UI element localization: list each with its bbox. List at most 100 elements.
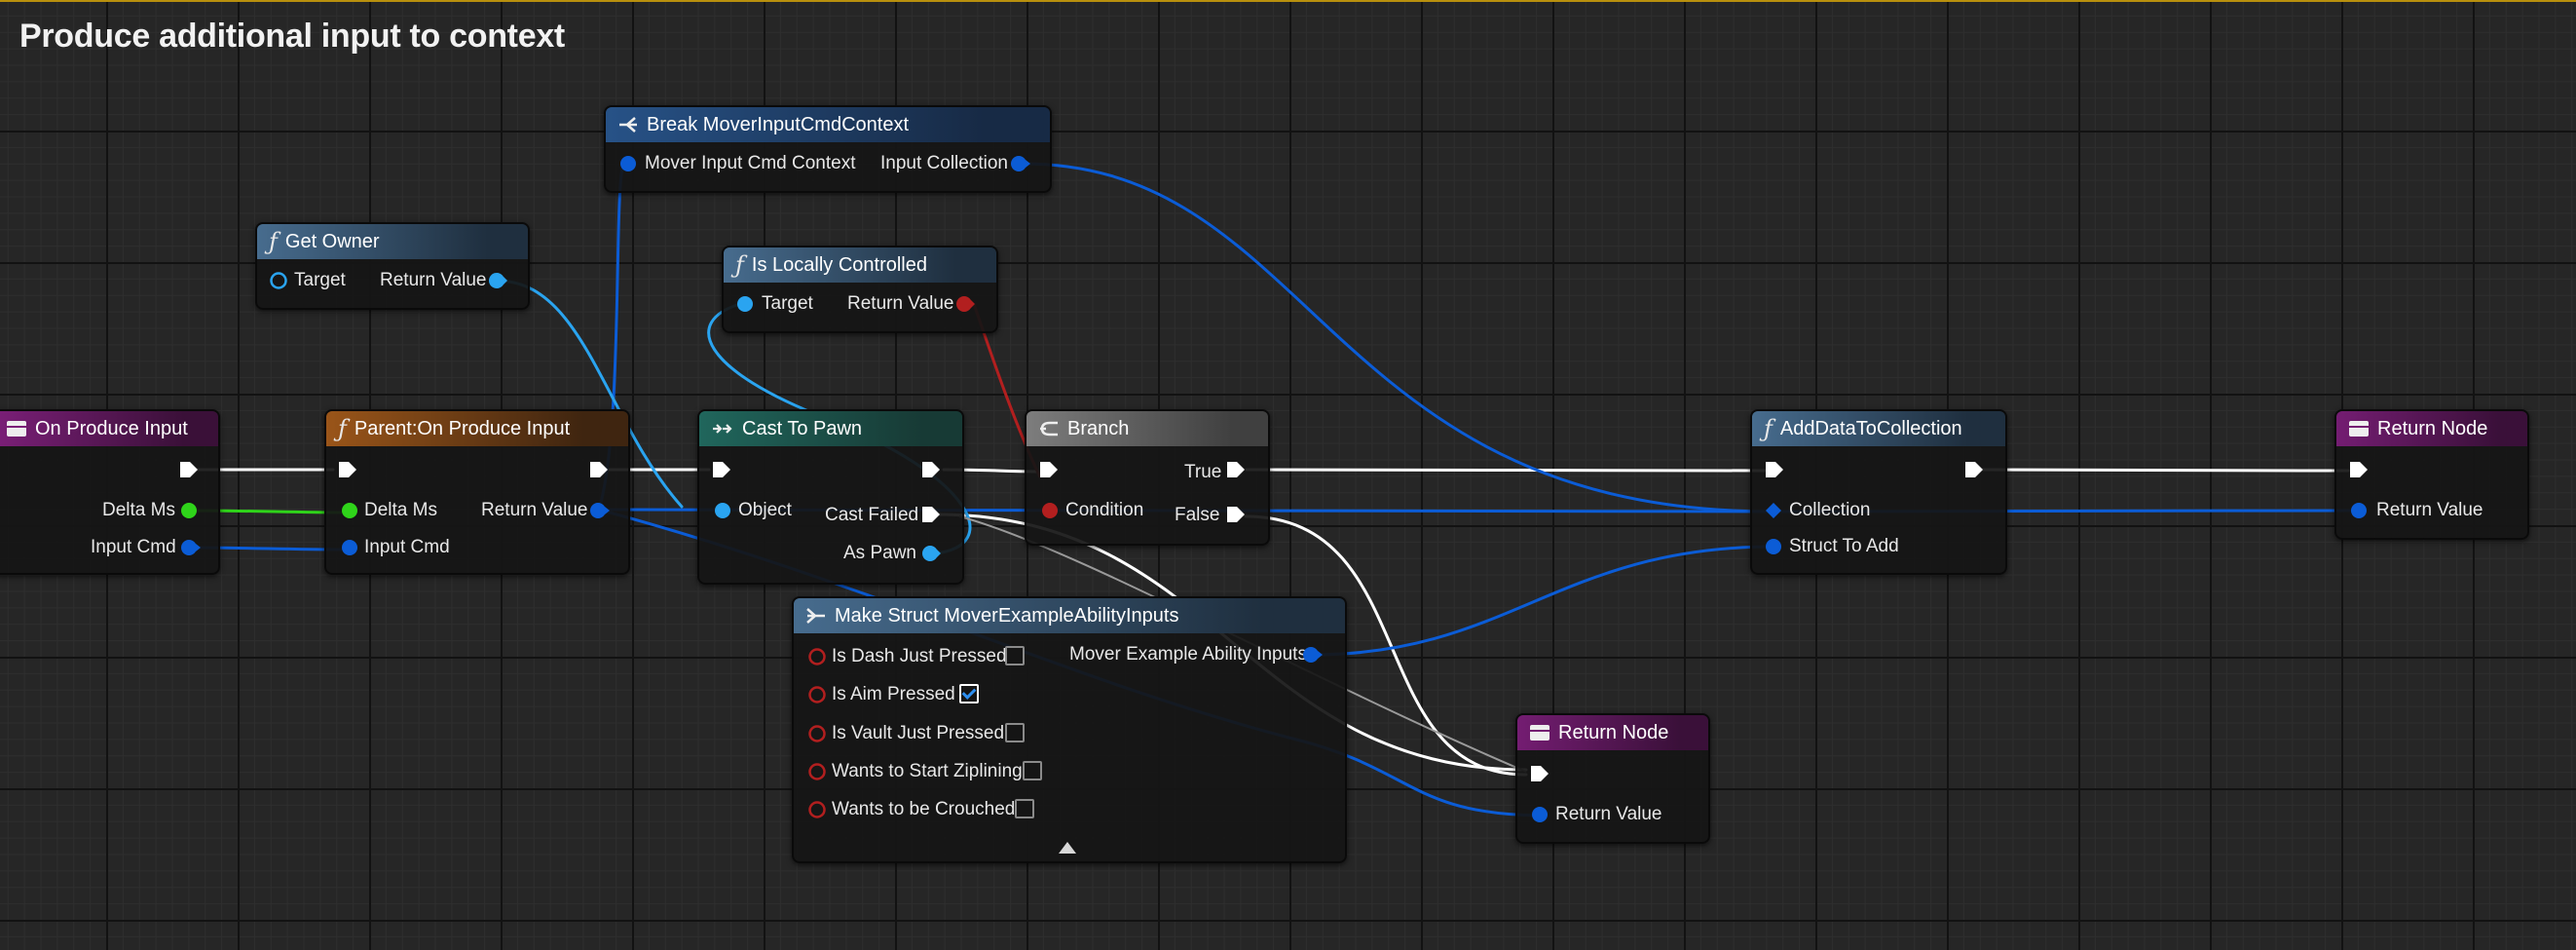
exec-in-pin[interactable] (1529, 764, 1550, 783)
flow-node-branch[interactable]: Branch (1025, 409, 1270, 546)
function-icon: ƒ (1764, 415, 1773, 442)
object-pin-return-value[interactable] (487, 271, 508, 290)
float-pin-delta-ms[interactable] (340, 501, 359, 520)
pin-label-condition: Condition (1065, 500, 1144, 520)
pin-label-input-cmd: Input Cmd (364, 537, 450, 557)
pin-label-context: Mover Input Cmd Context (645, 153, 856, 173)
pin-label-return-value: Return Value (2376, 500, 2483, 520)
float-pin-delta-ms[interactable] (179, 501, 199, 520)
struct-pin-input-collection[interactable] (1009, 154, 1032, 173)
exec-out-pin[interactable] (920, 460, 942, 479)
break-struct-icon (617, 115, 639, 134)
struct-pin-input-cmd[interactable] (340, 538, 363, 557)
pin-label-input-collection: Input Collection (880, 153, 1008, 173)
struct-pin-return-value[interactable] (2349, 501, 2369, 520)
graph-comment-title: Produce additional input to context (19, 18, 565, 55)
node-title: Return Node (2377, 418, 2488, 439)
title-bar-accent (0, 0, 2576, 2)
checkbox-is-dash-just-pressed[interactable] (1005, 646, 1025, 665)
function-node-is-locally-controlled[interactable]: ƒ Is Locally Controlled (722, 246, 998, 333)
struct-pin-struct-to-add[interactable] (1764, 537, 1783, 556)
struct-pin-return-value[interactable] (1530, 805, 1549, 824)
wire-struct-to-add (1310, 545, 1776, 657)
bool-pin-return-value[interactable] (954, 294, 976, 314)
collapse-advanced-arrow-icon[interactable] (1059, 842, 1076, 854)
node-title: Branch (1067, 418, 1130, 439)
pin-label-return-value: Return Value (1555, 804, 1662, 824)
return-node-failure[interactable]: Return Node (1515, 713, 1710, 844)
pin-label-true: True (1184, 462, 1222, 482)
pin-label-delta-ms: Delta Ms (364, 500, 437, 520)
exec-in-pin[interactable] (1038, 460, 1060, 479)
object-pin-as-pawn[interactable] (920, 544, 942, 563)
struct-node-make-mover-example-ability-inputs[interactable]: Make Struct MoverExampleAbilityInputs (792, 596, 1347, 863)
checkbox-wants-to-be-crouched[interactable] (1015, 799, 1034, 818)
pin-label-return-value: Return Value (380, 270, 487, 290)
bool-pin-is-vault-just-pressed[interactable] (807, 724, 827, 743)
exec-pin-false[interactable] (1225, 505, 1247, 524)
node-title: AddDataToCollection (1779, 418, 1962, 439)
cast-node-cast-to-pawn[interactable]: Cast To Pawn (697, 409, 964, 585)
wire-exec-add-to-return (1981, 468, 2350, 473)
struct-pin-input-cmd[interactable] (179, 538, 203, 557)
bool-pin-wants-to-start-ziplining[interactable] (807, 762, 827, 781)
struct-ref-pin-collection[interactable] (1764, 501, 1783, 520)
pin-label-target: Target (762, 293, 813, 314)
field-label-is-vault-just-pressed: Is Vault Just Pressed (832, 723, 1005, 743)
checkbox-is-aim-pressed[interactable] (959, 684, 979, 703)
struct-pin-context[interactable] (618, 154, 638, 173)
bool-pin-is-dash-just-pressed[interactable] (807, 647, 827, 666)
checkbox-is-vault-just-pressed[interactable] (1005, 723, 1025, 742)
node-title: Make Struct MoverExampleAbilityInputs (835, 605, 1179, 627)
node-title: Break MoverInputCmdContext (647, 114, 910, 135)
checkbox-wants-to-start-ziplining[interactable] (1023, 761, 1042, 780)
node-title: Get Owner (284, 231, 380, 252)
struct-pin-mover-example-ability-inputs[interactable] (1301, 645, 1325, 665)
exec-out-pin[interactable] (178, 460, 200, 479)
bool-pin-wants-to-be-crouched[interactable] (807, 800, 827, 819)
return-icon (1529, 724, 1550, 741)
object-pin-target[interactable] (269, 271, 288, 290)
object-pin-object[interactable] (713, 501, 732, 520)
exec-pin-true[interactable] (1225, 460, 1247, 479)
bool-pin-condition[interactable] (1040, 501, 1060, 520)
make-struct-icon (805, 606, 827, 626)
exec-in-pin[interactable] (1764, 460, 1785, 479)
function-icon: ƒ (338, 415, 347, 442)
pin-label-return-value: Return Value (847, 293, 954, 314)
pin-label-false: False (1175, 505, 1220, 525)
function-node-add-data-to-collection[interactable]: ƒ AddDataToCollection (1750, 409, 2007, 575)
struct-pin-return-value[interactable] (588, 501, 612, 520)
field-label-wants-to-start-ziplining: Wants to Start Ziplining (832, 761, 1023, 781)
wire-exec-false-to-return (1244, 514, 1528, 777)
function-node-get-owner[interactable]: ƒ Get Owner (255, 222, 530, 310)
wire-exec-true-to-add (1245, 468, 1767, 473)
exec-out-pin[interactable] (588, 460, 610, 479)
function-node-parent-on-produce-input[interactable]: ƒ Parent:On Produce Input (324, 409, 630, 575)
pin-label-return-value: Return Value (481, 500, 588, 520)
exec-in-pin[interactable] (2348, 460, 2370, 479)
exec-out-pin[interactable] (1963, 460, 1985, 479)
object-pin-target[interactable] (735, 294, 755, 314)
pin-label-target: Target (294, 270, 346, 290)
pin-label-as-pawn: As Pawn (843, 543, 916, 563)
exec-pin-cast-failed[interactable] (920, 505, 942, 524)
pin-label-cast-failed: Cast Failed (825, 505, 919, 525)
field-label-is-aim-pressed: Is Aim Pressed (832, 684, 955, 704)
node-title: Parent:On Produce Input (354, 418, 571, 439)
bool-pin-is-aim-pressed[interactable] (807, 685, 827, 704)
pin-label-mover-example-ability-inputs: Mover Example Ability Inputs (1069, 644, 1307, 665)
pin-label-delta-ms: Delta Ms (102, 500, 175, 520)
return-icon (2348, 420, 2370, 437)
node-title: Cast To Pawn (742, 418, 863, 439)
node-title: Return Node (1558, 722, 1669, 743)
field-label-is-dash-just-pressed: Is Dash Just Pressed (832, 646, 1007, 666)
node-title: On Produce Input (35, 418, 188, 439)
event-icon (6, 420, 27, 437)
pin-label-collection: Collection (1789, 500, 1871, 520)
struct-node-break-mover-input-cmd-context[interactable]: Break MoverInputCmdContext (604, 105, 1052, 193)
return-node-main[interactable]: Return Node (2334, 409, 2529, 540)
function-icon: ƒ (735, 251, 744, 279)
exec-in-pin[interactable] (711, 460, 732, 479)
exec-in-pin[interactable] (337, 460, 358, 479)
